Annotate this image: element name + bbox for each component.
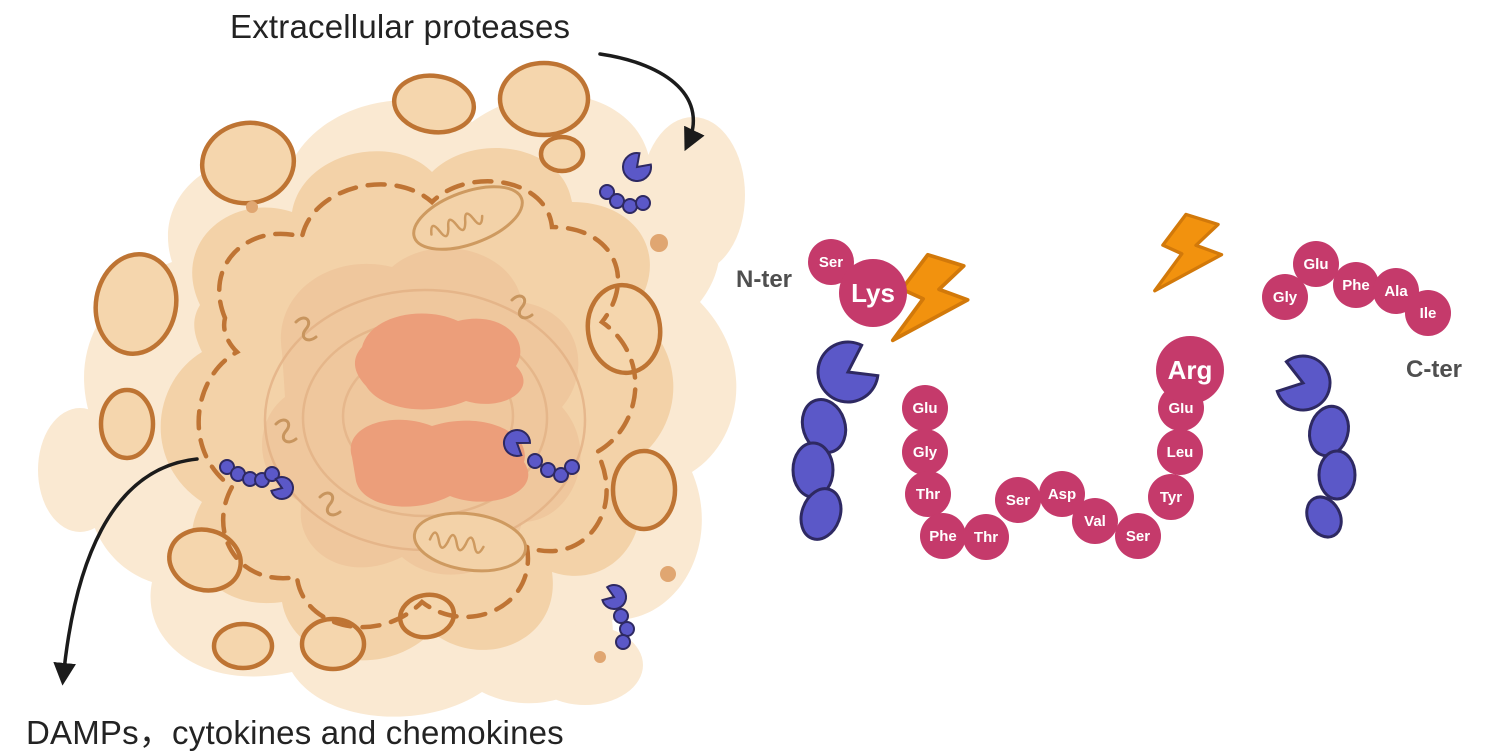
pacman-protease-icon — [503, 429, 580, 483]
residue-bead: Glu — [902, 385, 948, 431]
protease-right — [1275, 354, 1357, 539]
residue-bead: Thr — [963, 514, 1009, 560]
pacman-protease-icon — [601, 584, 635, 650]
cell-membrane-dashed — [196, 179, 638, 630]
arrow-cell-to-damps — [53, 457, 199, 686]
vesicle — [610, 448, 678, 532]
c-terminus-label: C-ter — [1406, 356, 1463, 383]
residue-bead: Thr — [905, 471, 951, 517]
vesicle — [497, 60, 591, 138]
pacman-protease-icon — [1275, 354, 1332, 412]
lightning-bolt-icon — [1153, 212, 1224, 293]
arrow-extracellular-proteases-to-cell — [598, 52, 705, 152]
protease-left — [791, 340, 880, 541]
pacman-protease-icon — [219, 459, 295, 500]
residue-bead: Val — [1072, 498, 1118, 544]
mitochondrion-bottom — [412, 511, 528, 573]
damps-cytokines-label: DAMPs，cytokines and chemokines — [26, 714, 564, 751]
n-terminus-label: N-ter — [736, 266, 793, 293]
residue-bead: Ser — [995, 477, 1041, 523]
cytoplasm-squiggles — [274, 294, 534, 517]
extracellular-proteases-label: Extracellular proteases — [230, 8, 571, 45]
residue-bead: Tyr — [1148, 474, 1194, 520]
vesicle — [211, 621, 275, 671]
residue-bead-cleavage-arg: Arg — [1156, 336, 1224, 404]
residue-bead: Phe — [920, 513, 966, 559]
mitochondrion-top — [412, 185, 524, 251]
residue-bead: Leu — [1157, 429, 1203, 475]
residue-bead: Glu — [1293, 241, 1339, 287]
vesicle — [585, 282, 663, 376]
vesicle — [538, 134, 586, 174]
vesicle — [98, 387, 156, 461]
pacman-protease-icon — [816, 340, 880, 404]
residue-bead: Ile — [1405, 290, 1451, 336]
residue-bead: Phe — [1333, 262, 1379, 308]
vesicle — [299, 616, 367, 672]
residue-bead: Gly — [902, 429, 948, 475]
residue-bead-cleavage-lys: Lys — [839, 259, 907, 327]
vesicle — [391, 73, 477, 135]
residue-bead: Ser — [1115, 513, 1161, 559]
secreted-dots — [246, 201, 676, 663]
nucleus — [350, 313, 529, 507]
vesicle — [167, 527, 243, 593]
vesicle — [93, 252, 179, 356]
vesicle — [397, 592, 457, 640]
pacman-protease-icon — [599, 152, 652, 214]
